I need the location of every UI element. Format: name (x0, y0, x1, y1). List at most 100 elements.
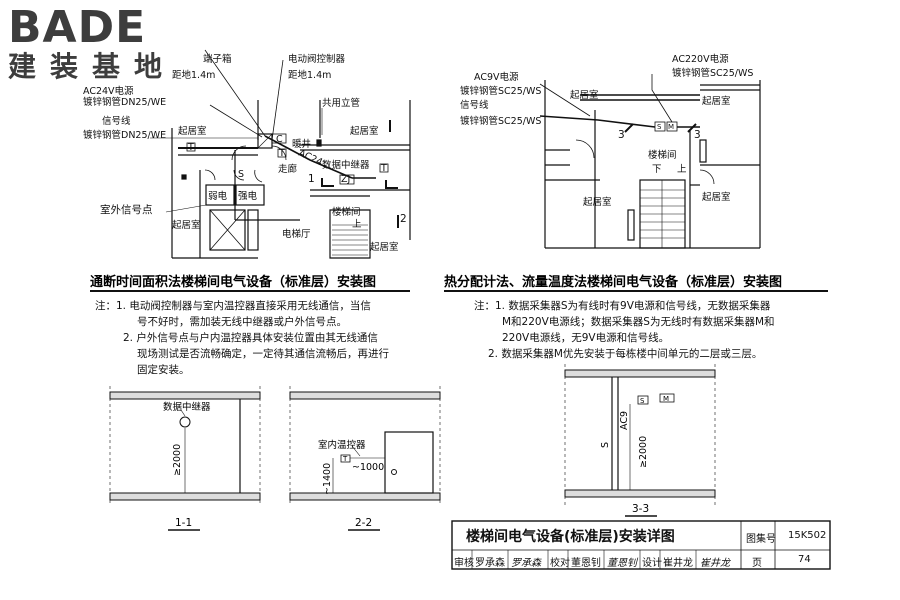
section-3-tag-m: M (663, 395, 669, 403)
left-notes: 注：1. 电动阀控制器与室内温控器直接采用无线通信，当信 号不好时，需加装无线中… (95, 298, 415, 378)
logo-sub-text: 建装基地 (8, 50, 177, 83)
heating-well-label: 暖井 (292, 138, 311, 150)
design-label: 设计 (642, 558, 662, 569)
section-1-1 (109, 386, 261, 506)
right-signal-label: 信号线 (460, 99, 489, 111)
page-label: 页 (752, 558, 762, 569)
terminal-box-label: 端子箱 (203, 53, 232, 65)
marker-3b-label: 3 (694, 129, 701, 141)
section-2-tag-t: T (342, 455, 348, 463)
outdoor-point-label: 室外信号点 (100, 203, 153, 216)
section-1-dim: ≥2000 (172, 444, 183, 476)
pipe-dn25-1-label: 镀锌钢管DN25/WE (83, 96, 166, 108)
signal-label: 信号线 (102, 115, 131, 127)
section-1-caption: 1-1 (175, 517, 192, 529)
weak-current-label: 弱电 (208, 190, 228, 202)
right-down-label: 下 (652, 164, 662, 175)
marker-1-label: 1 (308, 173, 315, 185)
ac220-label: AC220V电源 (672, 53, 729, 65)
ac9-label: AC9V电源 (474, 71, 519, 83)
right-stair-label: 楼梯间 (648, 149, 677, 161)
shared-riser-label: 共用立管 (322, 97, 360, 109)
right-living-2-label: 起居室 (702, 95, 731, 107)
section-1-label: 数据中继器 (163, 401, 211, 413)
valve-height-label: 距地1.4m (288, 69, 331, 81)
repeater-label: 数据中继器 (322, 159, 370, 171)
right-tag-m: M (668, 123, 674, 131)
section-2-2 (289, 386, 441, 506)
tag-t2: T (278, 148, 285, 159)
tag-t3: T (380, 163, 387, 174)
check-label: 校对 (550, 558, 570, 569)
tag-zj: ZJ (341, 174, 350, 185)
section-3-caption: 3-3 (632, 503, 649, 515)
pipe-sc25-2-label: 镀锌钢管SC25/WS (460, 85, 541, 97)
valve-controller-label: 电动阀控制器 (288, 53, 346, 65)
strong-current-label: 强电 (238, 190, 258, 202)
living-room-2-label: 起居室 (350, 125, 379, 137)
left-note-1: 1. 电动阀控制器与室内温控器直接采用无线通信，当信 (116, 300, 371, 312)
left-note-3: 2. 户外信号点与户内温控器具体安装位置由其无线通信 (123, 332, 378, 344)
right-tag-s: S (657, 123, 662, 131)
left-notes-head: 注： (95, 300, 116, 312)
up-label: 上 (352, 219, 362, 230)
right-living-1-label: 起居室 (570, 89, 599, 101)
atlas-label: 图集号 (746, 534, 776, 545)
marker-3a-label: 3 (618, 129, 625, 141)
right-notes-head: 注： (474, 300, 495, 312)
ac24-label: AC24V电源 (83, 85, 134, 97)
right-plan (539, 74, 761, 249)
pipe-sc25-3-label: 镀锌钢管SC25/WS (460, 115, 541, 127)
reviewer-signature: 罗承森 (511, 558, 541, 569)
right-notes: 注：1. 数据采集器S为有线时有9V电源和信号线，无数据采集器 M和220V电源… (474, 298, 834, 362)
atlas-number: 15K502 (788, 530, 827, 541)
review-label: 审核 (454, 558, 474, 569)
checker-signature: 董恩钊 (607, 558, 637, 569)
right-plan-title: 热分配计法、流量温度法楼梯间电气设备（标准层）安装图 (444, 274, 782, 290)
right-living-4-label: 起居室 (702, 191, 731, 203)
page-number: 74 (798, 554, 811, 565)
section-2-caption: 2-2 (355, 517, 372, 529)
right-note-3: 220V电源线，无9V电源和信号线。 (502, 332, 670, 344)
living-room-1-label: 起居室 (178, 125, 207, 137)
section-2-label: 室内温控器 (318, 439, 366, 451)
logo-main-text: BADE (8, 2, 147, 53)
pipe-dn25-2-label: 镀锌钢管DN25/WE (83, 129, 166, 141)
tag-s: S (238, 169, 244, 180)
marker-2-label: 2 (400, 213, 407, 225)
section-3-3 (564, 364, 716, 506)
left-plan-labels: 端子箱 距地1.4m 电动阀控制器 距地1.4m AC24V电源 镀锌钢管DN2… (83, 53, 407, 253)
checker-name: 董恩钊 (571, 558, 601, 569)
right-note-1: 1. 数据采集器S为有线时有9V电源和信号线，无数据采集器 (495, 300, 771, 312)
left-plan-title: 通断时间面积法楼梯间电气设备（标准层）安装图 (90, 274, 376, 290)
section-3-pipe-s: S (600, 442, 611, 448)
ac24-short-label: AC24 (297, 148, 324, 169)
section-3-pipe-ac9: AC9 (619, 411, 630, 430)
tag-t1: T (187, 142, 194, 153)
right-note-4: 2. 数据采集器M优先安装于每栋楼中间单元的二层或三层。 (488, 348, 763, 360)
section-3-dim: ≥2000 (638, 436, 649, 468)
left-plan (150, 49, 411, 259)
living-room-3-label: 起居室 (370, 241, 399, 253)
designer-signature: 崔井龙 (700, 558, 730, 569)
left-note-4: 现场测试是否流畅确定，一定待其通信流畅后，再进行 (137, 348, 389, 360)
living-room-extra-label: 起居室 (172, 219, 201, 231)
section-2-dim-v: ~1400 (322, 463, 333, 495)
title-block-frame (451, 520, 831, 570)
left-note-5: 固定安装。 (137, 364, 190, 376)
right-plan-labels: AC220V电源 镀锌钢管SC25/WS AC9V电源 镀锌钢管SC25/WS … (460, 53, 753, 208)
right-up-label: 上 (677, 164, 687, 175)
terminal-height-label: 距地1.4m (172, 69, 215, 81)
sheet-title: 楼梯间电气设备(标准层)安装详图 (466, 529, 675, 545)
pipe-sc25-1-label: 镀锌钢管SC25/WS (672, 67, 753, 79)
corridor-label: 走廊 (278, 163, 298, 175)
left-note-2: 号不好时，需加装无线中继器或户外信号点。 (137, 316, 347, 328)
elevator-hall-label: 电梯厅 (282, 228, 311, 240)
tag-c: C (276, 134, 283, 145)
right-note-2: M和220V电源线；数据采集器S为无线时有数据采集器M和 (502, 316, 775, 328)
section-2-dim-h: ~1000 (352, 462, 384, 473)
right-living-3-label: 起居室 (583, 196, 612, 208)
reviewer-name: 罗承森 (475, 558, 505, 569)
logo: BADE 建装基地 (8, 6, 176, 84)
